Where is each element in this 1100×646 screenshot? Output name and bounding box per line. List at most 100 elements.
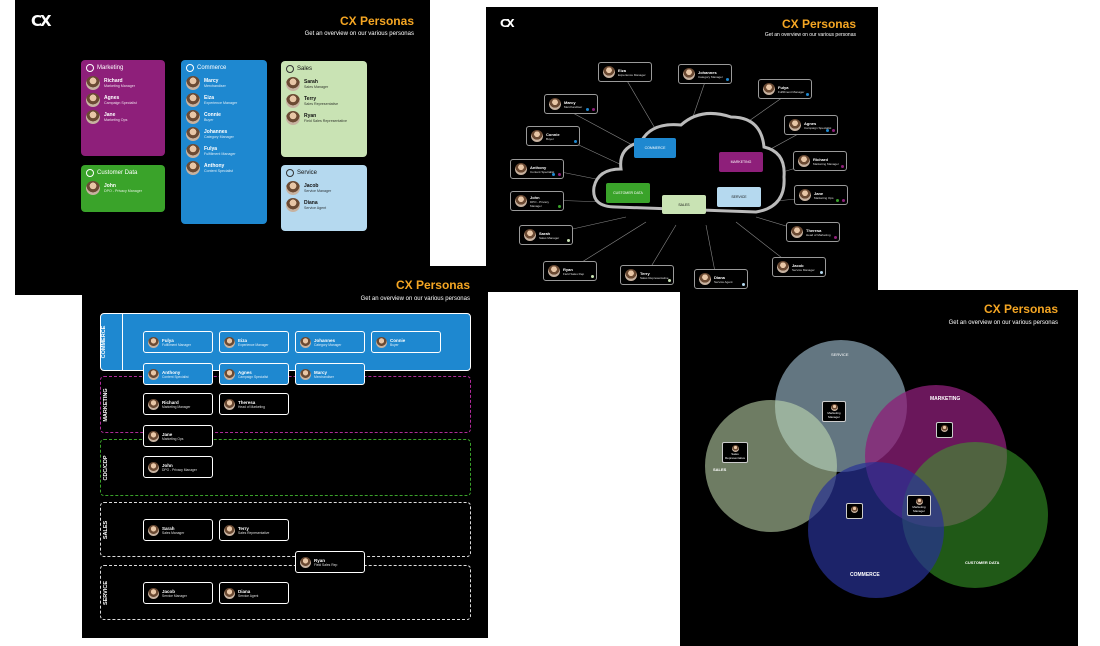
persona-name: Fulya — [778, 84, 789, 90]
persona-chip-marketing-ops[interactable] — [936, 422, 953, 438]
persona-role: Merchandiser — [314, 374, 334, 379]
cloud-customer-data[interactable]: CUSTOMER DATA — [606, 183, 650, 203]
persona-role: Field Sales Rep — [314, 562, 338, 567]
lane-label-sales: SALES — [103, 520, 109, 540]
persona-name: Jane — [104, 111, 116, 118]
cloud-service[interactable]: SERVICE — [717, 187, 761, 207]
persona-chip-marketing-manager[interactable]: Marketing Manager — [822, 401, 846, 422]
persona-name: Eiza — [238, 337, 248, 343]
avatar — [86, 93, 100, 107]
sales-icon — [286, 65, 294, 73]
avatar — [148, 430, 159, 442]
avatar — [791, 226, 803, 238]
avatar — [683, 68, 695, 80]
persona-name: Eiza — [204, 94, 215, 101]
cloud-sales[interactable]: SALES — [662, 195, 706, 214]
persona-name: Jane — [814, 190, 824, 196]
page-subtitle: Get an overview on our various personas — [304, 31, 414, 37]
persona-name: Sarah — [304, 78, 318, 85]
page-subtitle: Get an overview on our various personas — [948, 320, 1058, 326]
persona-role: Experience Manager — [204, 100, 238, 105]
persona-chip-marketing-manager-2[interactable]: Marketing Manager — [907, 495, 931, 516]
persona-role: Experience Manager — [238, 342, 269, 347]
persona-role: Service Manager — [304, 188, 332, 193]
avatar — [515, 163, 527, 175]
persona-name: Terry — [640, 270, 650, 276]
persona-name: Agnes — [804, 120, 817, 126]
cloud-marketing[interactable]: MARKETING — [719, 152, 763, 172]
cx-logo: CX — [31, 12, 52, 30]
persona-name: Richard — [813, 156, 828, 162]
persona-name: Richard — [162, 399, 179, 405]
persona-chip-commerce[interactable] — [846, 503, 863, 519]
avatar — [186, 144, 200, 158]
persona-role: Sales Manager — [539, 235, 560, 240]
persona-name: Anthony — [204, 162, 225, 169]
lane-service — [100, 565, 471, 620]
cloud-commerce[interactable]: COMMERCE — [634, 138, 676, 158]
avatar — [798, 155, 810, 167]
persona-role: Sales Manager — [162, 530, 185, 535]
service-icon — [286, 169, 294, 177]
persona-role: Merchandiser — [564, 104, 583, 109]
avatar — [625, 269, 637, 281]
persona-role: Sales Representative — [725, 452, 746, 460]
persona-name: Theresa — [238, 399, 256, 405]
persona-name: Sarah — [162, 525, 175, 531]
persona-chip-sales-representative[interactable]: Sales Representative — [722, 442, 748, 463]
persona-role: Fulfillment Manager — [778, 89, 805, 94]
